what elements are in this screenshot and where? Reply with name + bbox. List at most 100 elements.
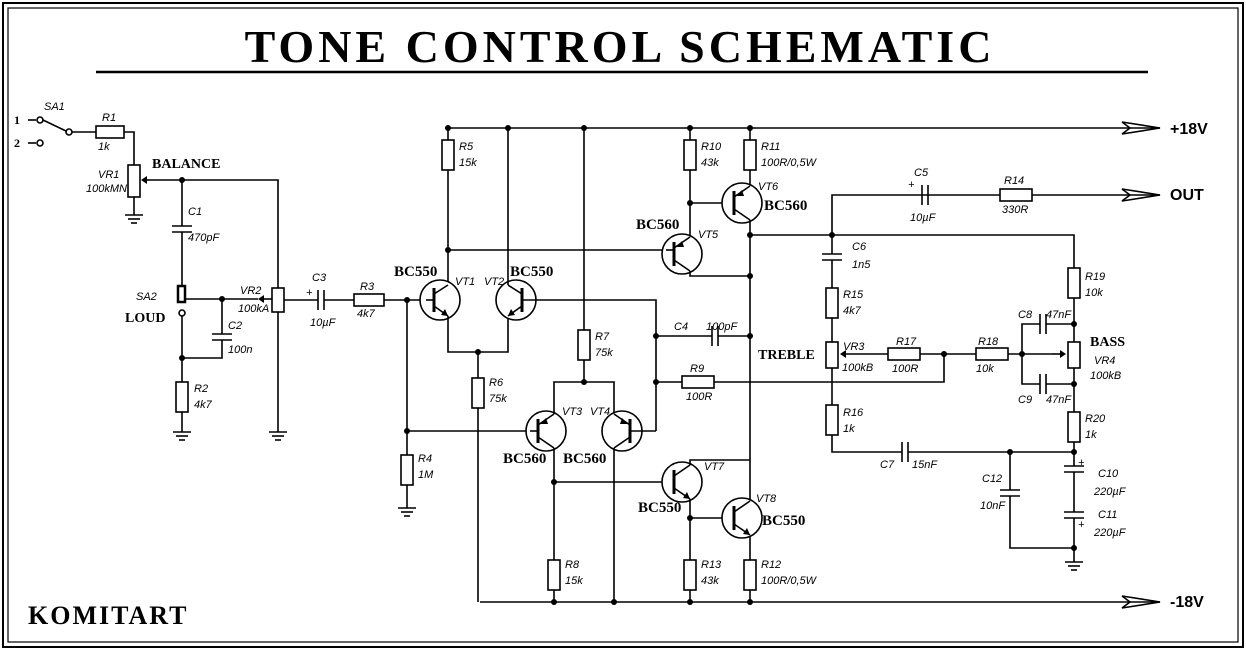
r6-value: 75k [489,393,507,405]
r11-label: R11 [761,141,780,153]
c3-plus: + [306,287,313,299]
r1-label: R1 [102,112,116,124]
positive-rail-label: +18V [1170,121,1208,138]
c7-value: 15nF [912,459,938,471]
transistor-vt5 [661,233,750,277]
resistor-r4 [398,300,416,517]
sa1-label: SA1 [44,101,65,113]
r19-label: R19 [1085,271,1105,283]
vt4-type: BC560 [563,451,606,467]
c8-value: 47nF [1046,309,1072,321]
resistor-r5 [441,125,455,287]
resistor-r19 [1067,267,1081,342]
negative-rail-label: -18V [1170,594,1204,611]
c6-label: C6 [852,241,867,253]
resistor-r6 [471,352,485,602]
c5-value: 10µF [910,212,937,224]
potentiometer-vr1 [125,164,150,224]
rail-junctions [551,599,617,605]
transistor-vt2 [495,125,657,382]
vr4-label: VR4 [1094,355,1115,367]
transistor-vt6 [690,182,763,605]
vt5-type: BC560 [636,217,679,233]
c2-value: 100n [228,344,252,356]
r6-label: R6 [489,377,504,389]
c5-plus: + [908,179,915,191]
c10-label: C10 [1098,468,1119,480]
c12-label: C12 [982,473,1002,485]
output-line [831,188,1161,235]
r13-value: 43k [701,575,719,587]
r3-label: R3 [360,281,375,293]
c5-label: C5 [914,167,929,179]
resistor-r10 [683,125,697,236]
r4-value: 1M [418,469,434,481]
r4-label: R4 [418,453,432,465]
frame-inner [7,7,1239,643]
r14-value: 330R [1002,204,1028,216]
c1-value: 470pF [188,232,220,244]
r16-value: 1k [843,423,855,435]
vr1-value: 100kMN [86,183,127,195]
c3-label: C3 [312,272,327,284]
page-title: TONE CONTROL SCHEMATIC [245,21,996,72]
loud-label: LOUD [125,311,165,326]
resistor-r17 [887,347,976,361]
r2-value: 4k7 [194,399,213,411]
vt6-type: BC560 [764,198,807,214]
capacitor-c10 [1064,465,1084,512]
potentiometer-vr4 [1052,341,1081,412]
resistor-r15 [825,287,839,342]
input-2-label: 2 [14,136,20,150]
r7-label: R7 [595,331,610,343]
resistor-r13 [683,559,697,605]
r8-label: R8 [565,559,580,571]
r12-value: 100R/0,5W [761,575,818,587]
potentiometer-vr2 [222,287,318,441]
switch-sa2 [176,284,222,361]
c11-label: C11 [1098,509,1117,521]
r10-label: R10 [701,141,722,153]
resistor-r16 [825,404,902,453]
r2-label: R2 [194,383,208,395]
transistor-vt8 [690,497,763,539]
vt3-label: VT3 [562,406,583,418]
capacitor-c11 [1064,511,1084,571]
r3-value: 4k7 [357,308,376,320]
c1-label: C1 [188,206,202,218]
treble-label: TREBLE [758,348,815,363]
sa2-label: SA2 [136,291,157,303]
capacitor-c4 [653,326,753,346]
r18-label: R18 [978,336,999,348]
vt8-label: VT8 [756,493,777,505]
c11-plus: + [1078,519,1085,531]
vt3-type: BC560 [503,451,546,467]
resistor-r14 [999,188,1033,202]
tone-top-wire [750,234,1075,268]
r15-value: 4k7 [843,305,862,317]
r19-value: 10k [1085,287,1103,299]
r17-value: 100R [892,363,918,375]
vt6-label: VT6 [758,181,779,193]
c4-value: 100pF [706,321,738,333]
r1-value: 1k [98,141,110,153]
vt4-label: VT4 [590,406,610,418]
c7-label: C7 [880,459,895,471]
r15-label: R15 [843,289,864,301]
c9-value: 47nF [1046,394,1072,406]
c10-plus: + [1078,457,1085,469]
capacitor-c8 [1021,314,1077,354]
resistor-r7 [577,125,591,385]
r5-value: 15k [459,157,477,169]
capacitor-c1 [172,180,192,290]
resistor-r18 [975,347,1052,361]
bass-label: BASS [1090,335,1125,350]
r20-label: R20 [1085,413,1106,425]
c9-label: C9 [1018,394,1032,406]
r7-value: 75k [595,347,613,359]
resistor-r11 [743,125,757,186]
resistor-r3 [353,293,426,307]
vt2-label: VT2 [484,276,504,288]
